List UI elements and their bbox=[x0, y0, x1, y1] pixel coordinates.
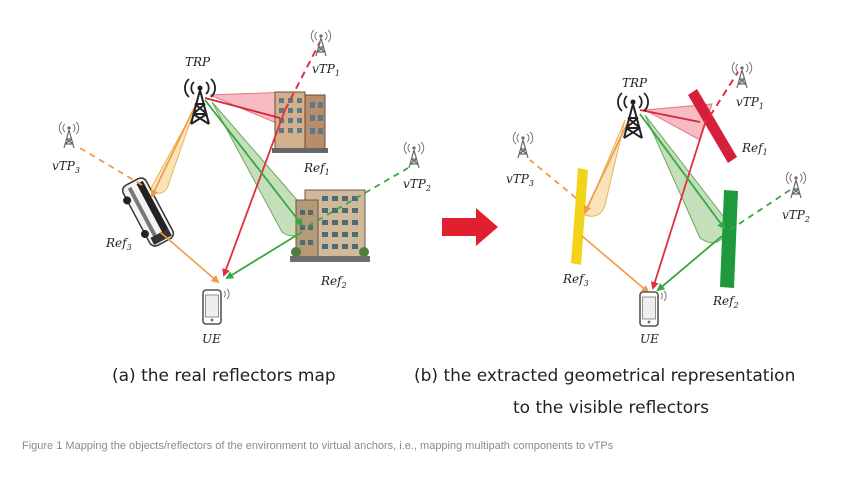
vtp2-tower-icon-b bbox=[785, 171, 807, 199]
ref2-ue-path-a bbox=[225, 231, 303, 280]
panel-a: TRP vTP1 vTP2 vTP3 Ref1 Ref2 Ref3 UE bbox=[52, 29, 431, 346]
trp-label-b: TRP bbox=[622, 76, 648, 90]
vtp1-label-a: vTP1 bbox=[312, 62, 340, 78]
building-ref2 bbox=[290, 189, 370, 262]
caption-panel-b-line1: (b) the extracted geometrical representa… bbox=[414, 366, 796, 386]
vtp2-tower-icon-a bbox=[403, 141, 425, 169]
caption-panel-b-line2: to the visible reflectors bbox=[513, 398, 710, 418]
ref3-bar bbox=[571, 168, 588, 265]
ref3-label-b: Ref3 bbox=[562, 272, 589, 288]
ue-phone-icon-a bbox=[202, 288, 230, 325]
ue-label-a: UE bbox=[202, 332, 221, 346]
vtp1-label-b: vTP1 bbox=[736, 95, 764, 111]
ref2-bar bbox=[720, 190, 738, 288]
ref1-label-a: Ref1 bbox=[303, 161, 330, 177]
ue-phone-icon-b bbox=[639, 290, 667, 327]
ref3-ue-path-b bbox=[581, 235, 650, 294]
ref2-ue-path-b bbox=[656, 235, 723, 292]
ref3-ue-path-a bbox=[159, 231, 220, 284]
caption-panel-a: (a) the real reflectors map bbox=[112, 366, 336, 386]
vtp3-tower-icon-b bbox=[512, 131, 534, 159]
transition-arrow-icon bbox=[442, 208, 498, 246]
ref1-label-b: Ref1 bbox=[741, 141, 768, 157]
ref1-ue-path-a bbox=[222, 109, 286, 277]
ref3-label-a: Ref3 bbox=[105, 236, 132, 252]
figure-caption: Figure 1 Mapping the objects/reflectors … bbox=[22, 440, 614, 452]
panel-b: TRP vTP1 vTP2 vTP3 Ref1 Ref2 Ref3 UE bbox=[506, 61, 810, 346]
vtp3-label-b: vTP3 bbox=[506, 172, 534, 188]
ref1-bar bbox=[688, 89, 737, 163]
vtp2-label-b: vTP2 bbox=[782, 208, 810, 224]
ue-label-b: UE bbox=[640, 332, 659, 346]
vtp3-tower-icon-a bbox=[58, 121, 80, 149]
ref2-label-b: Ref2 bbox=[712, 294, 739, 310]
trp-label-a: TRP bbox=[185, 55, 211, 69]
beam-ref3-b bbox=[584, 119, 626, 217]
ref2-label-a: Ref2 bbox=[320, 274, 347, 290]
vtp3-label-a: vTP3 bbox=[52, 159, 80, 175]
ref1-ue-path-b bbox=[650, 119, 707, 290]
vtp2-label-a: vTP2 bbox=[403, 177, 431, 193]
vehicle-ref3 bbox=[121, 177, 175, 247]
